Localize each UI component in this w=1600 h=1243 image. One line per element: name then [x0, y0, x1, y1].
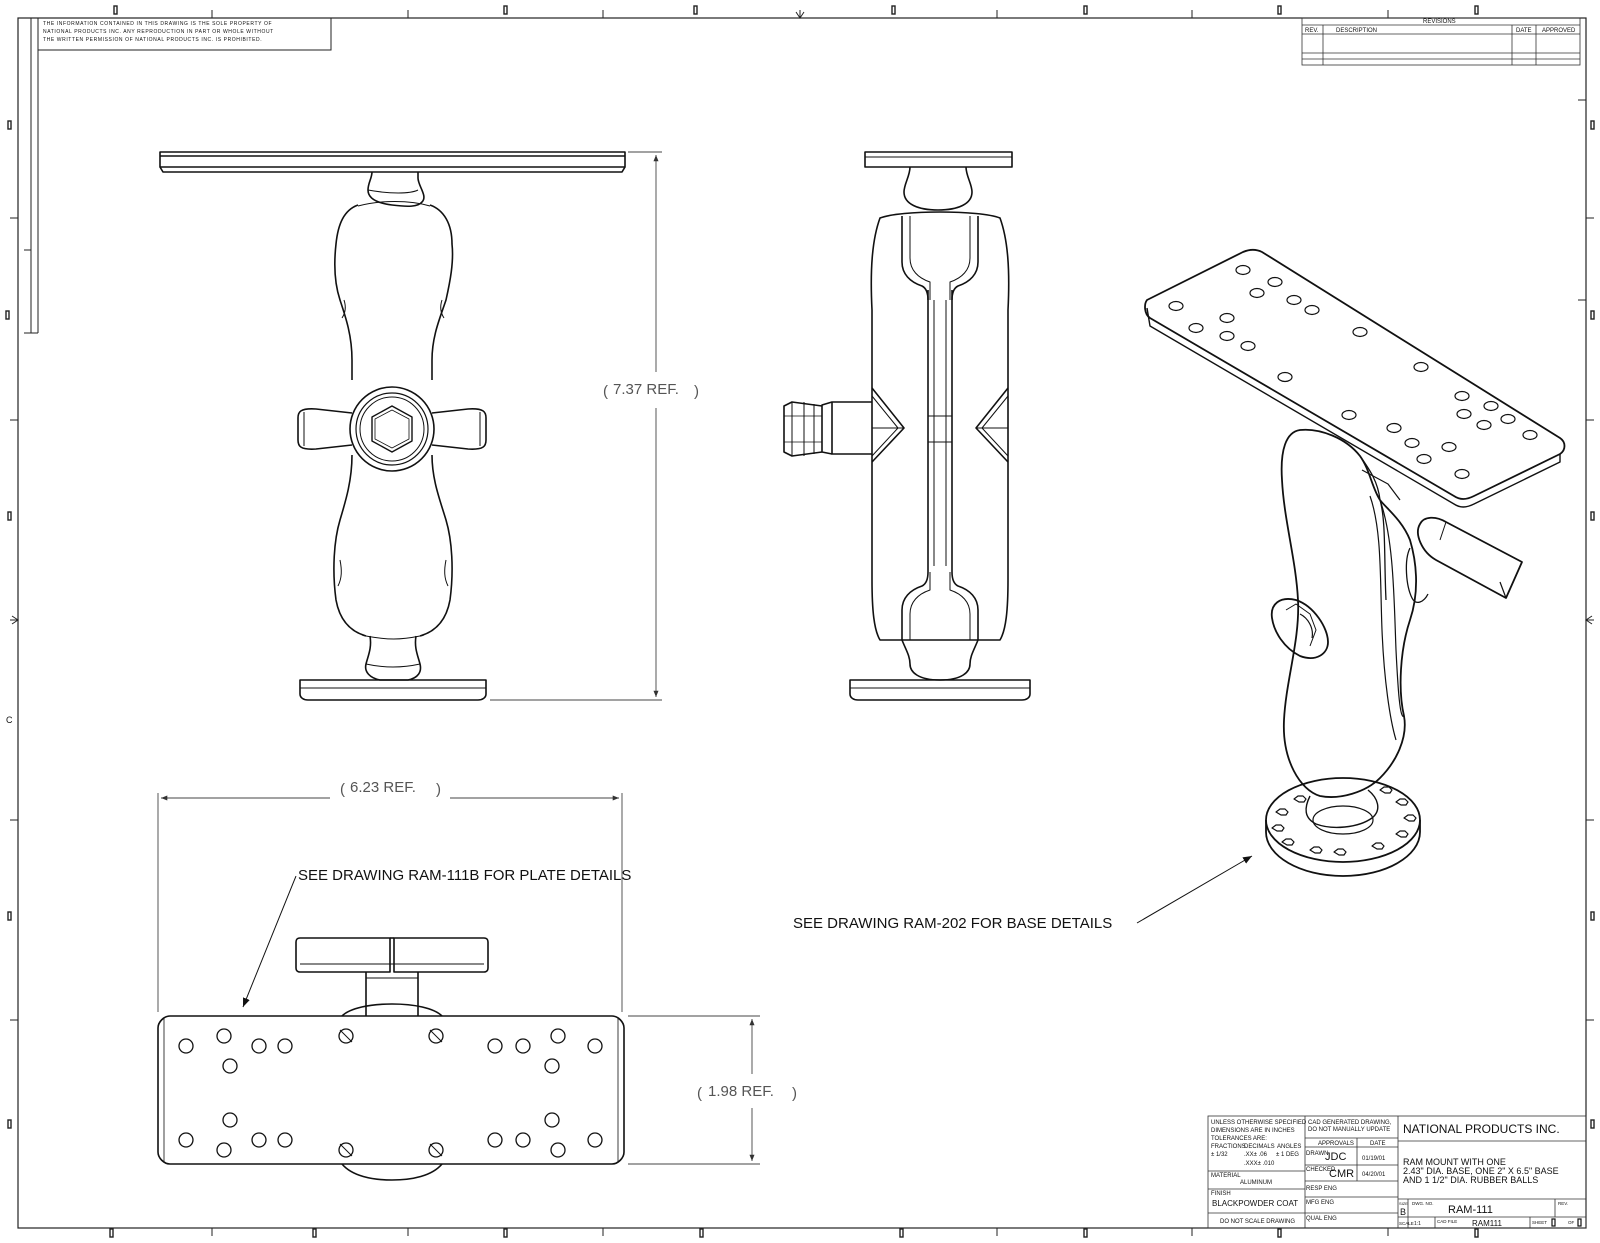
drawn-by: JDC [1325, 1151, 1346, 1163]
width-dim-label: ( 6.23 REF. ) [340, 779, 441, 798]
scale-label: SCALE [1399, 1221, 1414, 1226]
approved-col-header: APPROVED [1542, 28, 1576, 34]
approvals-label: APPROVALS [1318, 1141, 1354, 1147]
notice-line-3: THE WRITTEN PERMISSION OF NATIONAL PRODU… [43, 37, 262, 43]
checked-label: CHECKED [1306, 1167, 1336, 1173]
sheet-of: OF [1568, 1220, 1575, 1225]
plate-dim-label: ( 1.98 REF. ) [697, 1083, 797, 1102]
svg-text:(: ( [603, 383, 608, 400]
cad-file-value: RAM111 [1472, 1219, 1502, 1228]
tolerance-decimal-xx: .XX± .06 [1244, 1152, 1268, 1158]
tolerance-header-angles: ANGLES [1277, 1144, 1301, 1150]
plate-details-note: SEE DRAWING RAM-111B FOR PLATE DETAILS [298, 867, 631, 884]
svg-text:(: ( [697, 1085, 702, 1102]
height-dim-label: ( 7.37 REF. ) [603, 381, 699, 400]
rev-col-header: REV. [1305, 28, 1319, 34]
do-not-scale: DO NOT SCALE DRAWING [1220, 1219, 1295, 1225]
plate-dimension [628, 1015, 760, 1165]
svg-text:(: ( [340, 781, 345, 798]
dwg-no-label: DWG. NO. [1412, 1201, 1434, 1206]
sheet-border [5, 5, 1595, 1238]
finish-label: FINISH [1211, 1191, 1231, 1197]
mfg-eng-label: MFG ENG [1306, 1200, 1334, 1206]
svg-text:): ) [792, 1085, 797, 1102]
drawn-date: 01/19/01 [1362, 1156, 1386, 1162]
sheet-label: SHEET [1532, 1220, 1547, 1225]
tolerance-decimal-xxx: .XXX± .010 [1244, 1161, 1275, 1167]
title-block: UNLESS OTHERWISE SPECIFIED DIMENSIONS AR… [1207, 1115, 1587, 1229]
drawing-number: RAM-111 [1448, 1204, 1493, 1216]
zone-letter: C [6, 715, 13, 725]
width-ref-text: 6.23 REF. [350, 779, 416, 796]
tolerance-fractions: ± 1/32 [1211, 1152, 1228, 1158]
date-col-header: DATE [1516, 28, 1532, 34]
checked-date: 04/20/01 [1362, 1172, 1386, 1178]
revisions-title: REVISIONS [1423, 19, 1456, 25]
scale-value: 1:1 [1414, 1221, 1421, 1227]
width-dimension [157, 793, 623, 1012]
drawn-label: DRAWN [1306, 1151, 1328, 1157]
cad-file-label: CAD FILE [1437, 1219, 1457, 1224]
material-value: ALUMINUM [1240, 1180, 1272, 1186]
tolerance-header-decimals: DECIMALS [1244, 1144, 1275, 1150]
side-view [783, 151, 1031, 701]
isometric-view [1144, 248, 1566, 877]
cad-note-1: CAD GENERATED DRAWING, [1308, 1120, 1392, 1126]
title-line-1: RAM MOUNT WITH ONE [1403, 1157, 1506, 1167]
base-leader [1136, 855, 1253, 924]
tolerance-angles: ± 1 DEG [1276, 1152, 1299, 1158]
proprietary-notice: THE INFORMATION CONTAINED IN THIS DRAWIN… [43, 21, 274, 43]
tolerance-line-2: DIMENSIONS ARE IN INCHES [1211, 1128, 1295, 1134]
base-details-note: SEE DRAWING RAM-202 FOR BASE DETAILS [793, 915, 1112, 932]
material-label: MATERIAL [1211, 1173, 1241, 1179]
title-line-2: 2.43" DIA. BASE, ONE 2" X 6.5" BASE [1403, 1166, 1559, 1176]
title-line-3: AND 1 1/2" DIA. RUBBER BALLS [1403, 1175, 1538, 1185]
notice-line-1: THE INFORMATION CONTAINED IN THIS DRAWIN… [43, 21, 272, 27]
svg-text:): ) [436, 781, 441, 798]
tolerance-line-1: UNLESS OTHERWISE SPECIFIED [1211, 1120, 1307, 1126]
height-ref-text: 7.37 REF. [613, 381, 679, 398]
size-value: B [1400, 1207, 1406, 1217]
description-col-header: DESCRIPTION [1336, 28, 1377, 34]
date-label: DATE [1370, 1141, 1386, 1147]
height-dimension [490, 151, 662, 701]
svg-text:): ) [694, 383, 699, 400]
plate-ref-text: 1.98 REF. [708, 1083, 774, 1100]
cad-note-2: DO NOT MANUALLY UPDATE [1308, 1127, 1390, 1133]
resp-eng-label: RESP ENG [1306, 1186, 1337, 1192]
plate-leader [242, 875, 297, 1008]
size-label: SIZE [1399, 1201, 1408, 1206]
tolerance-line-3: TOLERANCES ARE: [1211, 1136, 1267, 1142]
qual-eng-label: QUAL ENG [1306, 1216, 1337, 1222]
tolerance-header-fractions: FRACTIONS [1211, 1144, 1246, 1150]
checked-by: CMR [1329, 1168, 1354, 1180]
company-name: NATIONAL PRODUCTS INC. [1403, 1122, 1560, 1136]
notice-line-2: NATIONAL PRODUCTS INC. ANY REPRODUCTION … [43, 29, 274, 35]
front-view [159, 151, 626, 701]
revisions-table: REVISIONS REV. DESCRIPTION DATE APPROVED [1301, 17, 1581, 66]
finish-value: BLACKPOWDER COAT [1212, 1199, 1298, 1208]
rev-label: REV. [1558, 1201, 1568, 1206]
top-view [157, 937, 625, 1181]
